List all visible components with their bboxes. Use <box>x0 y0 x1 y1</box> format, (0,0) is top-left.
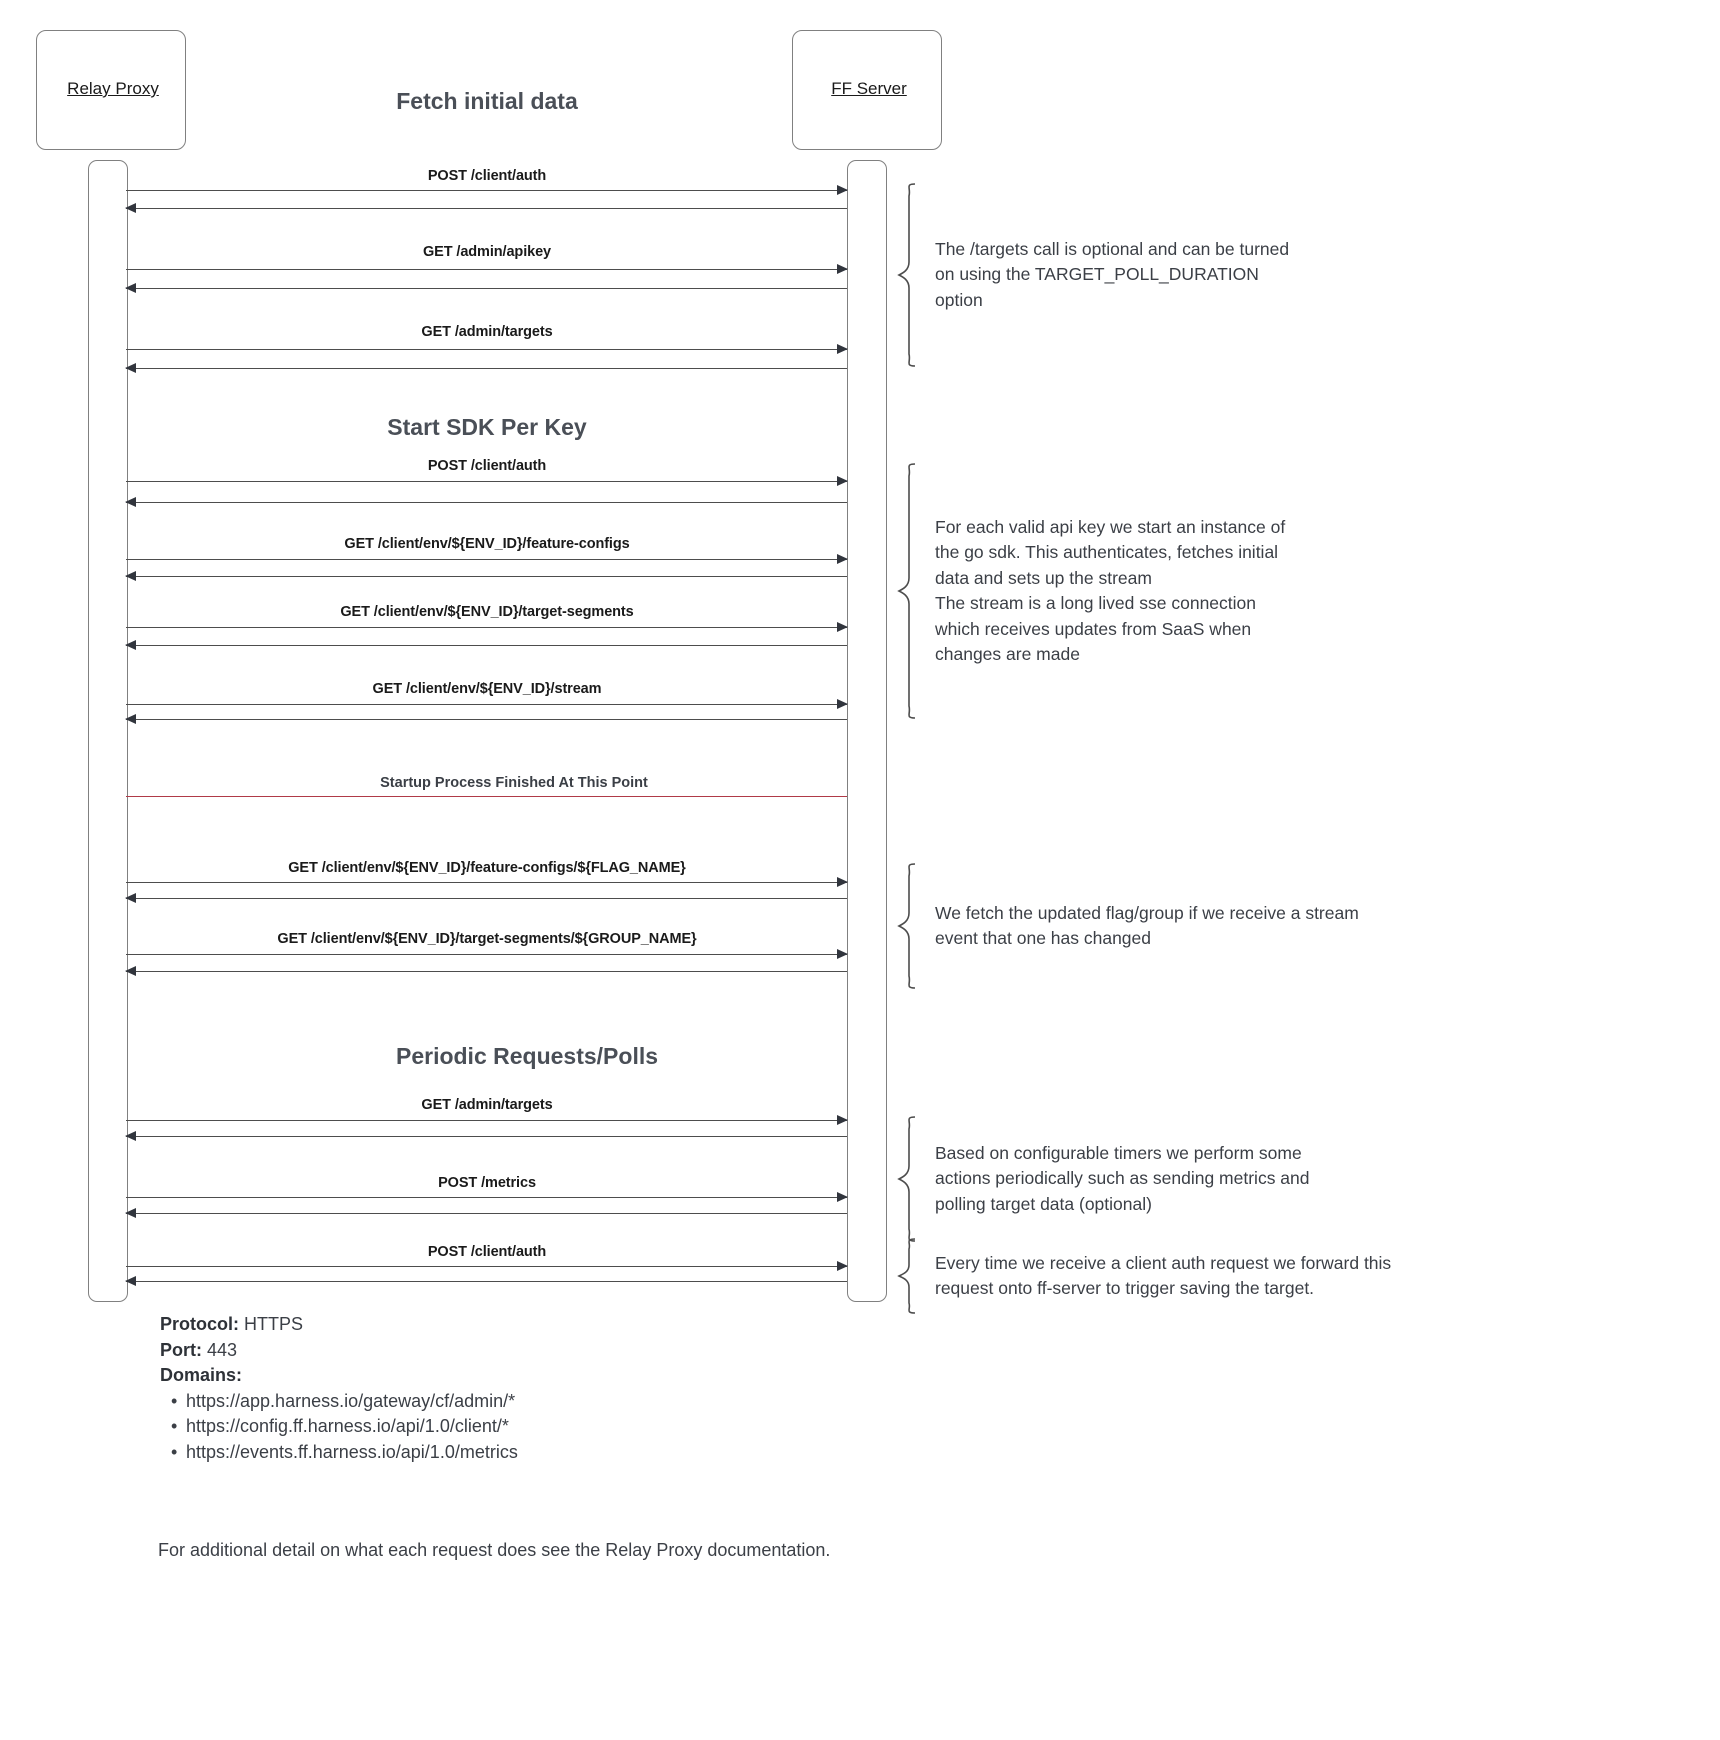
footer-port-label: Port: <box>160 1339 202 1360</box>
message-arrow-m1-request <box>126 185 848 195</box>
message-label-m3: GET /admin/targets <box>421 324 553 340</box>
message-label-m2: GET /admin/apikey <box>422 244 552 260</box>
message-label-m1: POST /client/auth <box>427 168 547 184</box>
message-arrow-m2-response <box>125 283 847 293</box>
message-arrow-m7-response <box>125 714 847 724</box>
footer-domains-list: https://app.harness.io/gateway/cf/admin/… <box>160 1389 518 1466</box>
section-title-fetch-initial-data: Fetch initial data <box>396 88 578 114</box>
message-arrow-m4-response <box>125 497 847 507</box>
message-arrow-m11-response <box>125 1208 847 1218</box>
message-label-m11: POST /metrics <box>438 1175 536 1191</box>
message-arrow-m12-response <box>125 1276 847 1286</box>
note-sdk: For each valid api key we start an insta… <box>897 462 1285 720</box>
message-arrow-m3-request <box>126 344 848 354</box>
curly-brace-icon <box>897 862 919 990</box>
message-arrow-m5-request <box>126 554 848 564</box>
message-arrow-m12-request <box>126 1261 848 1271</box>
note-stream-event: We fetch the updated flag/group if we re… <box>897 862 1359 990</box>
participant-ff-server[interactable]: FF Server <box>792 30 942 150</box>
participant-relay-proxy-label: Relay Proxy <box>67 79 159 98</box>
message-label-m8: GET /client/env/${ENV_ID}/feature-config… <box>288 860 686 876</box>
curly-brace-icon <box>897 1237 919 1315</box>
note-periodic: Based on configurable timers we perform … <box>897 1115 1310 1243</box>
note-periodic-text: Based on configurable timers we perform … <box>935 1142 1310 1214</box>
list-item: https://app.harness.io/gateway/cf/admin/… <box>171 1389 518 1415</box>
note-targets-text: The /targets call is optional and can be… <box>935 238 1290 310</box>
message-arrow-m10-response <box>125 1131 847 1141</box>
footer-protocol-row: Protocol: HTTPS <box>160 1312 518 1338</box>
lifeline-relay-proxy <box>88 160 128 1302</box>
message-label-m7: GET /client/env/${ENV_ID}/stream <box>372 681 602 697</box>
message-label-m12: POST /client/auth <box>427 1244 547 1260</box>
participant-relay-proxy[interactable]: Relay Proxy <box>36 30 186 150</box>
footer-additional-note: For additional detail on what each reque… <box>158 1540 831 1560</box>
message-arrow-m1-response <box>125 203 847 213</box>
divider-line-startup-finished <box>126 796 847 797</box>
message-label-m4: POST /client/auth <box>427 458 547 474</box>
message-arrow-m4-request <box>126 476 848 486</box>
note-client-auth: Every time we receive a client auth requ… <box>897 1237 1391 1315</box>
footer-port-value: 443 <box>207 1339 238 1360</box>
message-arrow-m6-response <box>125 640 847 650</box>
participant-ff-server-label: FF Server <box>831 79 907 98</box>
message-label-m9: GET /client/env/${ENV_ID}/target-segment… <box>277 931 697 947</box>
message-arrow-m3-response <box>125 363 847 373</box>
footer-port-row: Port: 443 <box>160 1338 518 1364</box>
section-title-start-sdk-per-key: Start SDK Per Key <box>387 414 587 440</box>
message-arrow-m7-request <box>126 699 848 709</box>
message-label-m5: GET /client/env/${ENV_ID}/feature-config… <box>344 536 630 552</box>
note-targets: The /targets call is optional and can be… <box>897 182 1289 368</box>
note-stream-event-text: We fetch the updated flag/group if we re… <box>935 902 1359 949</box>
lifeline-ff-server <box>847 160 887 1302</box>
message-label-m6: GET /client/env/${ENV_ID}/target-segment… <box>340 604 634 620</box>
footer-info-block: Protocol: HTTPS Port: 443 Domains: https… <box>160 1312 518 1465</box>
message-arrow-m8-response <box>125 893 847 903</box>
message-arrow-m11-request <box>126 1192 848 1202</box>
footer-domains-label: Domains: <box>160 1365 243 1385</box>
curly-brace-icon <box>897 182 919 368</box>
footer-protocol-value: HTTPS <box>244 1314 304 1334</box>
message-label-m10: GET /admin/targets <box>421 1097 553 1113</box>
message-arrow-m9-request <box>126 949 848 959</box>
list-item: https://events.ff.harness.io/api/1.0/met… <box>171 1440 518 1466</box>
divider-label-startup-finished: Startup Process Finished At This Point <box>380 775 648 791</box>
curly-brace-icon <box>897 1115 919 1243</box>
footer-protocol-label: Protocol: <box>160 1314 239 1334</box>
message-arrow-m5-response <box>125 571 847 581</box>
footer-domains-label-row: Domains: <box>160 1363 518 1389</box>
message-arrow-m8-request <box>126 877 848 887</box>
message-arrow-m10-request <box>126 1115 848 1125</box>
note-sdk-text: For each valid api key we start an insta… <box>935 516 1286 665</box>
curly-brace-icon <box>897 462 919 720</box>
section-title-periodic-requests: Periodic Requests/Polls <box>395 1043 659 1069</box>
message-arrow-m2-request <box>126 264 848 274</box>
message-arrow-m9-response <box>125 966 847 976</box>
note-client-auth-text: Every time we receive a client auth requ… <box>935 1252 1392 1299</box>
list-item: https://config.ff.harness.io/api/1.0/cli… <box>171 1414 518 1440</box>
message-arrow-m6-request <box>126 622 848 632</box>
